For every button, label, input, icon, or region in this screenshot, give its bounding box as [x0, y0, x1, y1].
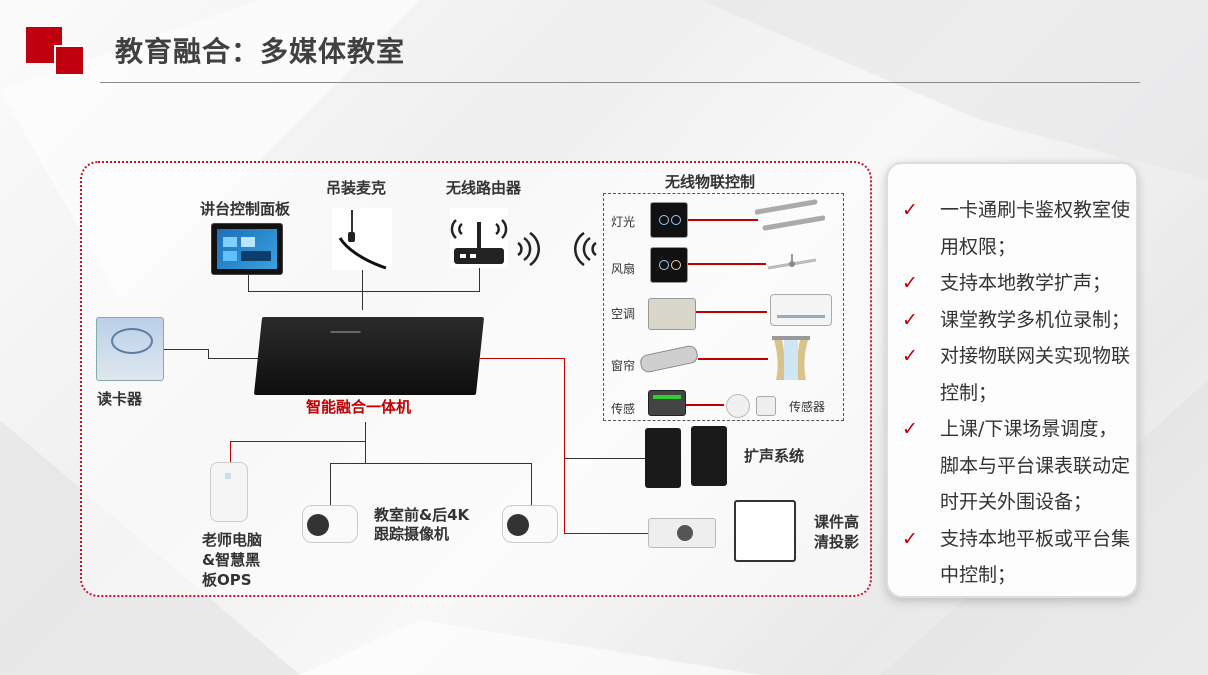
label-speaker: 扩声系统: [744, 447, 805, 465]
curtain-icon: [772, 336, 810, 380]
ac-controller: [648, 298, 696, 330]
label-podium-panel: 讲台控制面板: [200, 200, 291, 218]
label-teacher-pc-line1: 老师电脑: [202, 531, 263, 549]
connector-line-red: [698, 358, 768, 360]
features-list: ✓ 一卡通刷卡鉴权教室使用权限； ✓ 支持本地教学扩声； ✓ 课堂教学多机位录制； ✓…: [898, 192, 1132, 594]
connector-line: [248, 291, 480, 292]
iot-row-label-fan: 风扇: [611, 262, 636, 276]
feature-item: ✓ 支持本地平板或平台集中控制；: [898, 521, 1132, 594]
tracking-camera-front: [302, 505, 358, 543]
label-camera-line2: 跟踪摄像机: [374, 525, 450, 543]
feature-item: ✓ 课堂教学多机位录制；: [898, 302, 1132, 339]
title-divider: [100, 82, 1140, 83]
card-reader-device: [96, 317, 164, 381]
connector-line: [365, 422, 366, 464]
projector-device: [648, 518, 716, 548]
connector-line-red: [564, 533, 648, 534]
feature-text: 上课/下课场景调度，脚本与平台课表联动定时开关外围设备；: [940, 418, 1131, 513]
feature-text: 支持本地平板或平台集中控制；: [940, 527, 1131, 587]
router-icon: [450, 208, 508, 268]
label-sensor: 传感器: [789, 400, 826, 414]
connector-line: [362, 268, 363, 310]
tracking-camera-rear: [502, 505, 558, 543]
label-hub: 智能融合一体机: [306, 398, 412, 416]
connector-line: [248, 273, 249, 292]
sensor-gateway: [648, 390, 686, 416]
page-title: 教育融合：多媒体教室: [115, 35, 406, 68]
connector-line: [531, 463, 532, 505]
label-teacher-pc-line2: &智慧黑: [202, 551, 261, 569]
feature-text: 对接物联网关实现物联控制；: [940, 345, 1131, 404]
label-projector-line2: 清投影: [814, 533, 860, 551]
label-router: 无线路由器: [446, 179, 522, 197]
feature-text: 课堂教学多机位录制；: [940, 308, 1131, 331]
light-tube-icon: [755, 199, 825, 231]
teacher-pc-device: [210, 462, 248, 522]
wifi-icon: [517, 232, 540, 266]
smart-hub-device: [253, 317, 485, 395]
feature-text: 一卡通刷卡鉴权教室使用权限；: [940, 199, 1131, 258]
connector-line: [330, 463, 331, 505]
motion-sensor-icon: [756, 396, 776, 416]
label-card-reader: 读卡器: [97, 390, 143, 408]
fan-switch-panel: [650, 247, 688, 283]
connector-line-red: [686, 219, 758, 221]
feature-item: ✓ 支持本地教学扩声；: [898, 265, 1132, 302]
connector-line-red: [564, 358, 565, 534]
label-teacher-pc-line3: 板OPS: [202, 571, 252, 589]
podium-control-panel: [211, 223, 283, 275]
connector-line-red: [480, 358, 564, 359]
connector-line-red: [686, 404, 724, 406]
speaker-left: [645, 428, 681, 488]
iot-row-label-light: 灯光: [611, 215, 636, 229]
features-panel: ✓ 一卡通刷卡鉴权教室使用权限； ✓ 支持本地教学扩声； ✓ 课堂教学多机位录制； ✓…: [886, 162, 1138, 598]
checkmark-icon: ✓: [902, 199, 918, 221]
projection-screen: [734, 500, 796, 562]
iot-control-box: [603, 193, 844, 421]
connector-line: [208, 358, 258, 359]
iot-row-label-sensor: 传感: [611, 402, 636, 416]
connector-line: [565, 458, 645, 459]
connector-line: [208, 349, 209, 359]
label-iot-title: 无线物联控制: [665, 173, 756, 191]
logo-square-small: [54, 45, 85, 76]
label-camera-line1: 教室前&后4K: [374, 506, 470, 524]
speaker-right: [691, 426, 727, 486]
air-conditioner-icon: [770, 294, 832, 326]
connector-line: [479, 268, 480, 292]
connector-line-red: [230, 441, 366, 442]
feature-item: ✓ 一卡通刷卡鉴权教室使用权限；: [898, 192, 1132, 265]
checkmark-icon: ✓: [902, 272, 918, 294]
light-switch-panel: [650, 202, 688, 238]
iot-row-label-curtain: 窗帘: [611, 359, 636, 373]
label-projector-line1: 课件高: [814, 513, 860, 531]
connector-line: [330, 463, 532, 464]
feature-item: ✓ 对接物联网关实现物联控制；: [898, 338, 1132, 411]
smoke-sensor-icon: [726, 394, 750, 418]
connector-line-red: [686, 263, 766, 265]
mic-icon: [332, 208, 392, 270]
feature-text: 支持本地教学扩声；: [940, 272, 1112, 294]
feature-item: ✓ 上课/下课场景调度，脚本与平台课表联动定时开关外围设备；: [898, 411, 1132, 521]
ceiling-fan-icon: [767, 254, 817, 270]
checkmark-icon: ✓: [902, 527, 918, 550]
wifi-icon: [574, 232, 597, 266]
connector-line-red: [230, 441, 231, 463]
iot-row-label-ac: 空调: [611, 307, 636, 321]
checkmark-icon: ✓: [902, 418, 918, 440]
checkmark-icon: ✓: [902, 308, 918, 331]
connector-line-red: [695, 311, 767, 313]
connector-line: [162, 349, 208, 350]
checkmark-icon: ✓: [902, 345, 918, 367]
label-mic: 吊装麦克: [326, 179, 387, 197]
